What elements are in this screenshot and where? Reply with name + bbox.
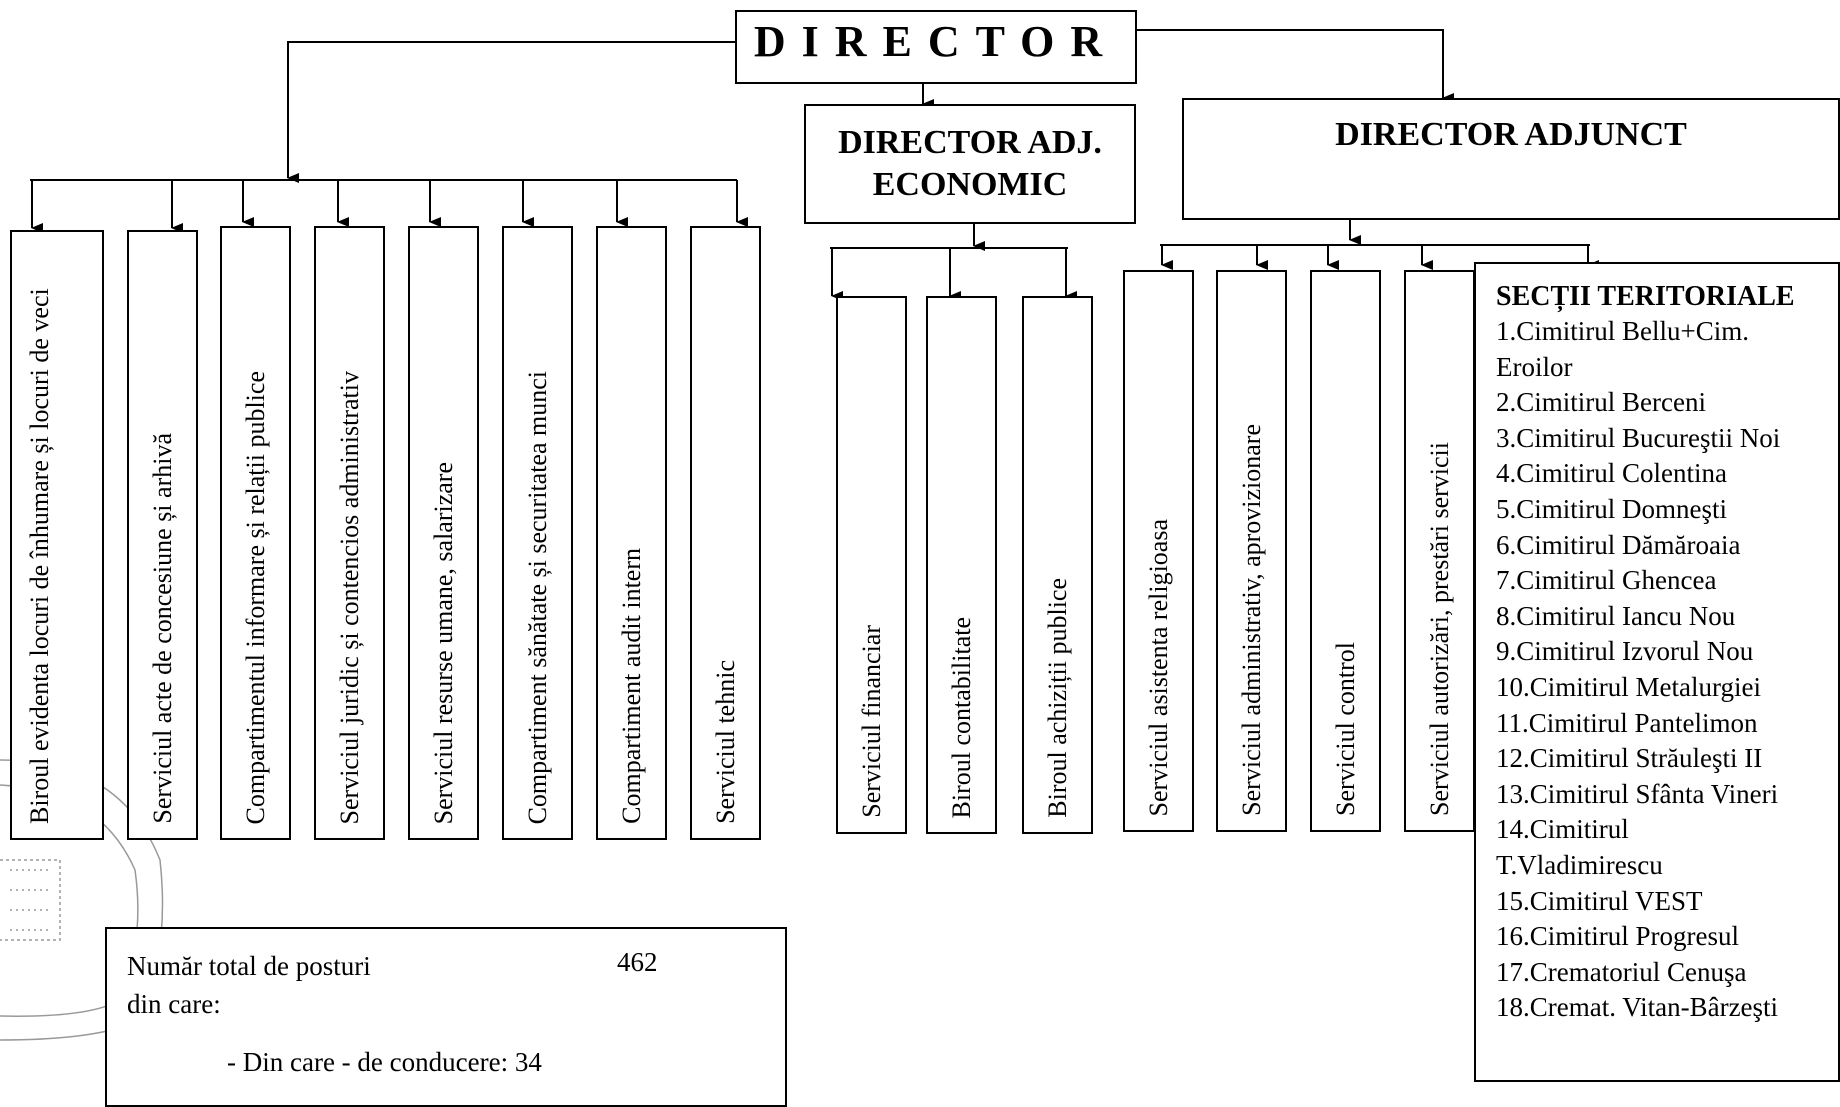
dept-label: Serviciul autorizări, prestări servicii <box>1424 442 1454 816</box>
director-adj-economic-box: DIRECTOR ADJ. ECONOMIC <box>804 104 1136 224</box>
dept-label: Serviciul resurse umane, salarizare <box>428 461 458 824</box>
summary-conducere: - Din care - de conducere: 34 <box>227 1047 542 1077</box>
dept-box-resurse-umane: Serviciul resurse umane, salarizare <box>408 226 479 840</box>
director-adjunct-title: DIRECTOR ADJUNCT <box>1335 116 1687 153</box>
dept-label: Serviciul financiar <box>856 625 886 818</box>
summary-din-care: din care: <box>127 989 221 1019</box>
connector-director-left <box>287 41 735 183</box>
director-box: DIRECTOR <box>735 10 1137 84</box>
dept-box-asistenta-religioasa: Serviciul asistenta religioasa <box>1123 270 1194 832</box>
sectie-item: 6.Cimitirul Dămăroaia <box>1496 529 1741 560</box>
dept-label: Serviciul control <box>1330 641 1360 816</box>
sectie-item: 15.Cimitirul VEST <box>1496 885 1703 916</box>
sectie-item: 1.Cimitirul Bellu+Cim. <box>1496 316 1749 346</box>
dept-box-evidenta-locuri: Biroul evidenta locuri de înhumare și lo… <box>10 230 104 840</box>
dept-label: Compartiment sănătate și securitatea mun… <box>522 370 552 824</box>
summary-total-value: 462 <box>617 947 658 977</box>
sectie-item: 4.Cimitirul Colentina <box>1496 458 1727 489</box>
dept-label: Serviciul acte de concesiune și arhivă <box>147 433 177 824</box>
connector-director-adjunct <box>1137 29 1454 103</box>
dept-label: Serviciul administrativ, aprovizionare <box>1236 424 1266 816</box>
dept-box-autorizari: Serviciul autorizări, prestări servicii <box>1404 270 1475 832</box>
dept-label: Biroul contabilitate <box>946 616 976 818</box>
sectie-item: 12.Cimitirul Străuleşti II <box>1496 743 1763 774</box>
sectie-item: 2.Cimitirul Berceni <box>1496 387 1706 418</box>
dept-box-financiar: Serviciul financiar <box>836 296 907 834</box>
dept-box-informare: Compartimentul informare și relații publ… <box>220 226 291 840</box>
dept-box-tehnic: Serviciul tehnic <box>690 226 761 840</box>
dept-box-sanatate: Compartiment sănătate și securitatea mun… <box>502 226 573 840</box>
sectii-title: SECȚII TERITORIALE <box>1496 281 1795 312</box>
dept-box-juridic: Serviciul juridic și contencios administ… <box>314 226 385 840</box>
director-adj-economic-line1: DIRECTOR ADJ. <box>838 124 1102 161</box>
sectie-item: 10.Cimitirul Metalurgiei <box>1496 671 1761 702</box>
dept-box-achizitii: Biroul achiziții publice <box>1022 296 1093 834</box>
dept-box-contabilitate: Biroul contabilitate <box>926 296 997 834</box>
sectie-item: 5.Cimitirul Domneşti <box>1496 493 1728 524</box>
dept-label: Serviciul juridic și contencios administ… <box>334 370 364 824</box>
sectie-item: 9.Cimitirul Izvorul Nou <box>1496 636 1754 667</box>
dept-box-administrativ: Serviciul administrativ, aprovizionare <box>1216 270 1287 832</box>
dept-label: Serviciul asistenta religioasa <box>1143 518 1173 816</box>
dept-box-acte-concesiune: Serviciul acte de concesiune și arhivă <box>127 230 198 840</box>
summary-total-label: Număr total de posturi <box>127 951 371 981</box>
dept-box-control: Serviciul control <box>1310 270 1381 832</box>
sectie-item: 8.Cimitirul Iancu Nou <box>1496 600 1736 631</box>
sectie-item: 3.Cimitirul Bucureştii Noi <box>1496 422 1781 453</box>
sectie-item: Eroilor <box>1496 351 1573 382</box>
dept-label: Compartimentul informare și relații publ… <box>240 370 270 824</box>
dept-label: Compartiment audit intern <box>616 548 646 824</box>
director-title: DIRECTOR <box>753 16 1119 66</box>
sectie-item: 18.Cremat. Vitan-Bârzeşti <box>1496 992 1779 1023</box>
sectie-item: T.Vladimirescu <box>1496 849 1663 880</box>
sectie-item: 17.Crematoriul Cenuşa <box>1496 956 1747 987</box>
sectie-item: 14.Cimitirul <box>1496 814 1629 845</box>
dept-label: Serviciul tehnic <box>710 660 740 824</box>
dept-label: Biroul achiziții publice <box>1042 578 1072 818</box>
summary-box: Număr total de posturi 462 din care: - D… <box>105 927 787 1107</box>
sectie-item: 16.Cimitirul Progresul <box>1496 921 1739 952</box>
sectii-list: 1.Cimitirul Bellu+Cim. Eroilor 2.Cimitirul… <box>1496 314 1838 1026</box>
sectie-item: 7.Cimitirul Ghencea <box>1496 565 1717 596</box>
sectie-item: 11.Cimitirul Pantelimon <box>1496 707 1758 738</box>
dept-box-audit: Compartiment audit intern <box>596 226 667 840</box>
director-adjunct-box: DIRECTOR ADJUNCT <box>1182 98 1840 220</box>
director-adj-economic-line2: ECONOMIC <box>872 166 1068 203</box>
sectie-item: 13.Cimitirul Sfânta Vineri <box>1496 778 1779 809</box>
dept-label: Biroul evidenta locuri de înhumare și lo… <box>25 288 54 824</box>
sectii-teritoriale-box: SECȚII TERITORIALE 1.Cimitirul Bellu+Cim… <box>1474 262 1840 1082</box>
